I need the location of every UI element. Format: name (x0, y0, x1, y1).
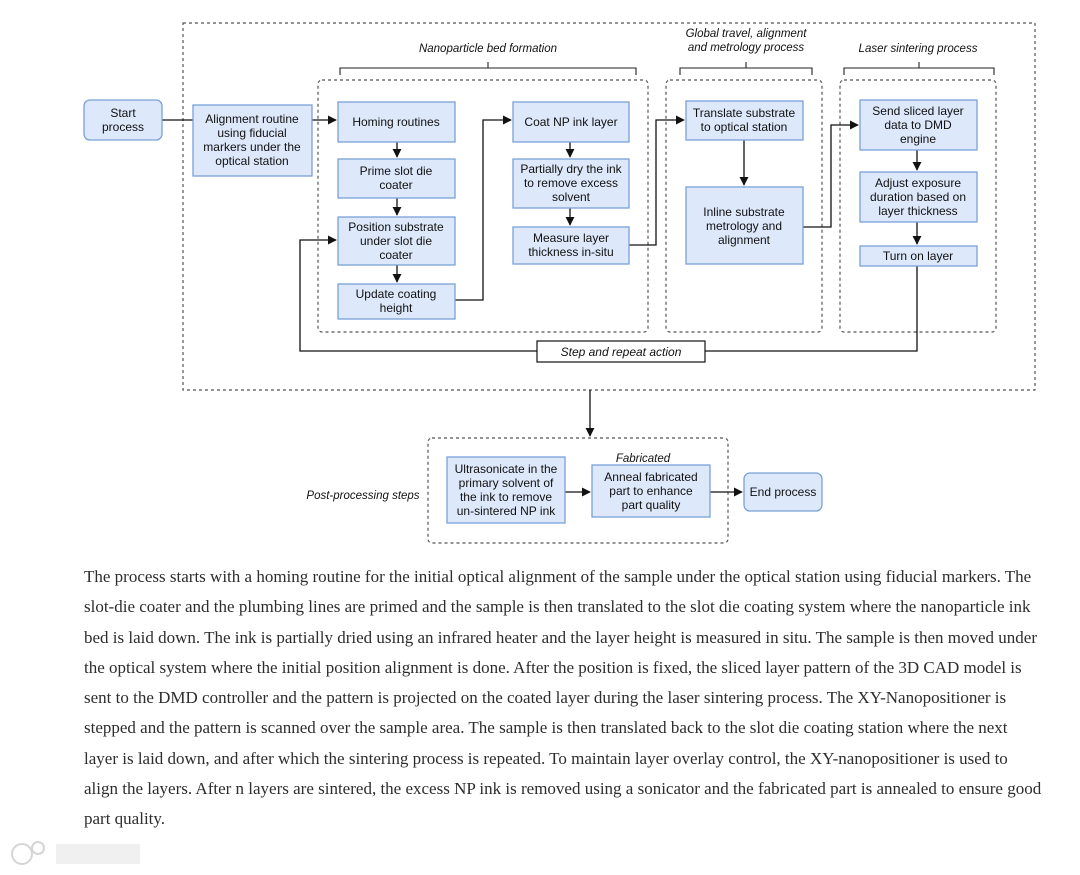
svg-text:Step and repeat action: Step and repeat action (561, 345, 682, 359)
description-paragraph: The process starts with a homing routine… (84, 567, 1042, 829)
laser-group-region (839, 79, 997, 333)
nanoparticle-group-region (317, 79, 649, 333)
edge-step-position (299, 235, 537, 352)
turn-on-layer-node: Turn on layer (859, 245, 978, 267)
laser-brace (843, 62, 995, 75)
post-processing-label: Post-processing steps (306, 490, 419, 502)
edge-measure-translate (629, 115, 685, 246)
nanoparticle-brace (339, 62, 637, 75)
main-process-region (182, 22, 1036, 391)
svg-text:End process: End process (750, 485, 817, 499)
edge-turnon-step (705, 266, 918, 352)
homing-routines-node: Homing routines (337, 101, 456, 143)
svg-text:Homing routines: Homing routines (352, 115, 439, 129)
global-group-region (665, 79, 823, 333)
edge-inline-send (803, 120, 859, 228)
post-processing-region (427, 437, 729, 544)
step-and-repeat-label: Step and repeat action (536, 340, 706, 363)
watermark-logo (11, 841, 140, 865)
end-process-node: End process (743, 472, 823, 512)
coat-np-ink-node: Coat NP ink layer (512, 101, 630, 143)
edges (162, 115, 922, 497)
laser-group-label: Laser sintering process (859, 43, 978, 55)
edge-update-coat (455, 115, 512, 301)
global-brace (679, 62, 813, 75)
svg-text:Coat NP ink layer: Coat NP ink layer (524, 115, 617, 129)
svg-text:Turn on layer: Turn on layer (883, 249, 953, 263)
process-flow-diagram: Nanoparticle bed formation Global travel… (83, 22, 1036, 544)
fabricated-label: Fabricated (616, 453, 671, 465)
nanoparticle-group-label: Nanoparticle bed formation (419, 43, 557, 55)
